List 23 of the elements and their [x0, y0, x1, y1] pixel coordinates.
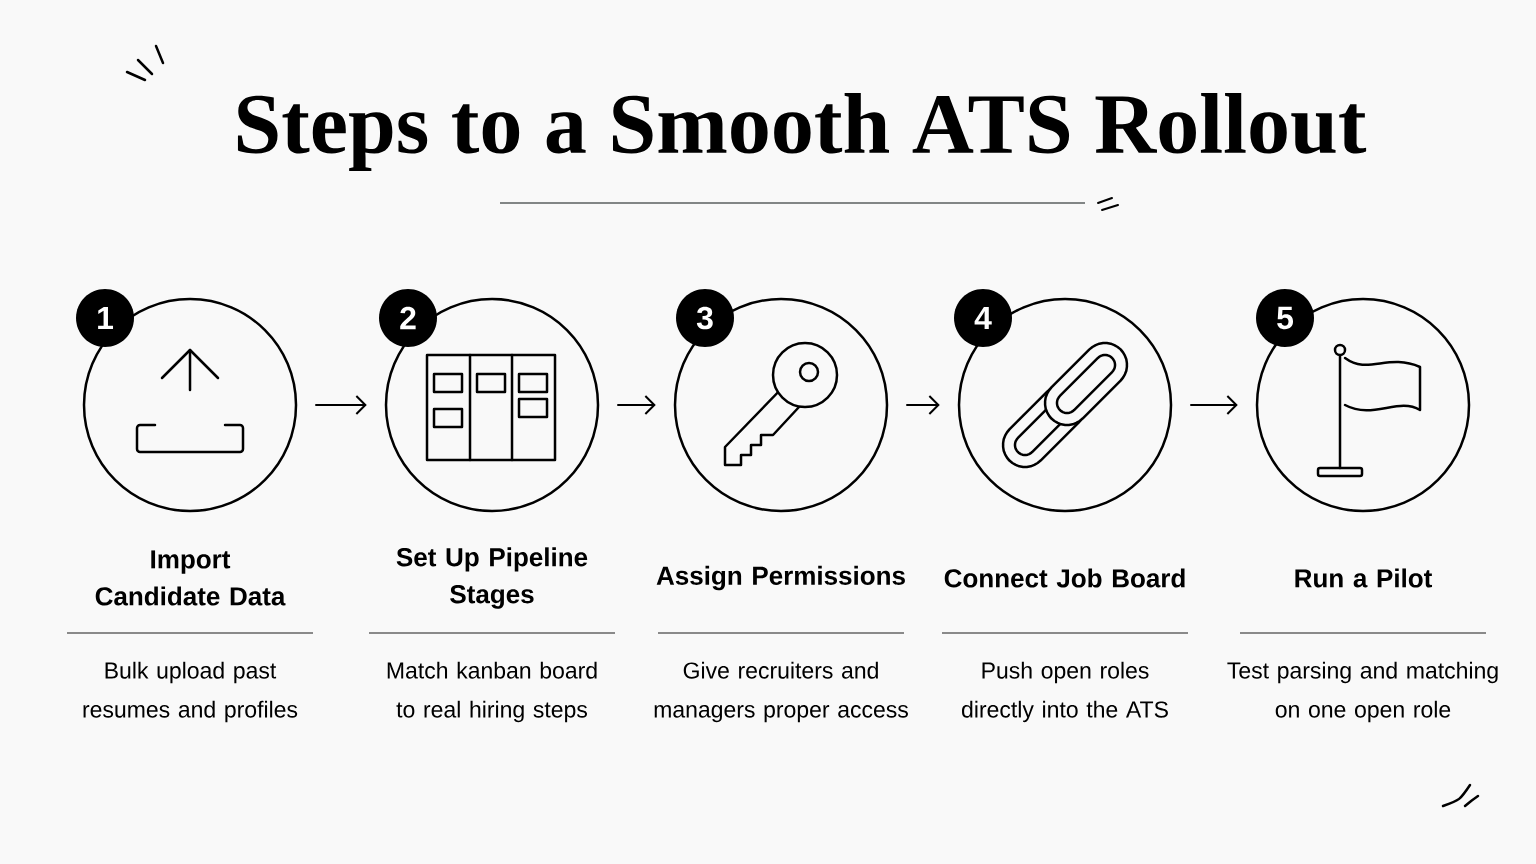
step-description: Test parsing and matching on one open role	[1227, 661, 1498, 723]
step-description: Bulk upload past resumes and profiles	[83, 661, 298, 723]
step-heading: Connect Job Board	[944, 568, 1185, 588]
step-description: Push open roles directly into the ATS	[962, 661, 1168, 723]
arrow	[314, 395, 367, 415]
step-circle	[384, 297, 600, 513]
step-number-badge: 2	[379, 289, 437, 347]
step-heading: Set Up Pipeline Stages	[396, 547, 588, 609]
step-circle	[82, 297, 298, 513]
title: Steps to a Smooth ATS Rollout	[237, 93, 1367, 171]
step-number-badge: 3	[676, 289, 734, 347]
step-number-badge: 1	[76, 289, 134, 347]
step-heading: Run a Pilot	[1295, 568, 1432, 588]
arrow	[616, 395, 656, 415]
step-number-badge: 4	[954, 289, 1012, 347]
arrow	[1189, 395, 1238, 415]
step-description: Match kanban board to real hiring steps	[387, 661, 597, 723]
step-number-badge: 5	[1256, 289, 1314, 347]
step-circle	[1255, 297, 1471, 513]
arrow	[905, 395, 940, 415]
step-description: Give recruiters and managers proper access	[654, 661, 908, 723]
step-heading: Assign Permissions	[656, 565, 905, 591]
step-heading: Import Candidate Data	[95, 550, 286, 606]
